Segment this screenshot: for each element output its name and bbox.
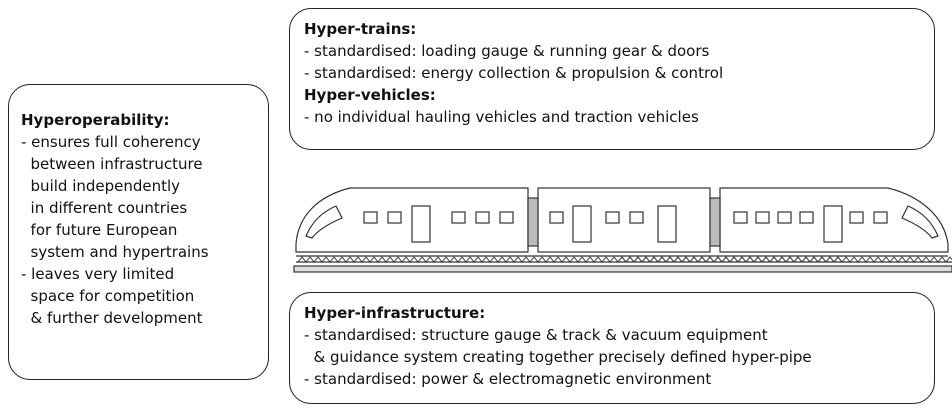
train-door	[657, 205, 677, 243]
hyperoperability-line: & further development	[21, 309, 203, 327]
hyperoperability-line: system and hypertrains	[21, 243, 209, 261]
hyper-trains-line: - standardised: energy collection & prop…	[304, 64, 724, 82]
hyper-vehicles-line: - no individual hauling vehicles and tra…	[304, 108, 699, 126]
hypertrain-illustration	[293, 187, 952, 273]
hyper-trains-title: Hyper-trains:	[304, 20, 417, 38]
hyper-vehicles-title: Hyper-vehicles:	[304, 86, 436, 104]
hyperoperability-line: in different countries	[21, 199, 188, 217]
train-door	[411, 205, 431, 243]
hyper-trains-box: Hyper-trains: - standardised: loading ga…	[289, 8, 935, 150]
hyperoperability-line: between infrastructure	[21, 155, 203, 173]
train-rear-car	[719, 187, 949, 253]
hyperoperability-title: Hyperoperability:	[21, 111, 170, 129]
hyperoperability-line: build independently	[21, 177, 181, 195]
hyper-infrastructure-line: - standardised: power & electromagnetic …	[304, 370, 712, 388]
train-door	[823, 205, 843, 243]
hyper-infrastructure-title: Hyper-infrastructure:	[304, 304, 486, 322]
hyper-infrastructure-line: & guidance system creating together prec…	[304, 348, 812, 366]
hyper-infrastructure-box: Hyper-infrastructure: - standardised: st…	[289, 292, 935, 404]
hyper-infrastructure-line: - standardised: structure gauge & track …	[304, 326, 768, 344]
hyperoperability-line: space for competition	[21, 287, 195, 305]
hyperoperability-line: for future European	[21, 221, 178, 239]
hyperoperability-line: - ensures full coherency	[21, 133, 201, 151]
hyperoperability-box: Hyperoperability: - ensures full coheren…	[8, 84, 269, 380]
train-middle-car	[537, 187, 711, 253]
hyper-trains-line: - standardised: loading gauge & running …	[304, 42, 710, 60]
track	[293, 265, 952, 273]
train-door	[572, 205, 592, 243]
hyperoperability-line: - leaves very limited	[21, 265, 175, 283]
